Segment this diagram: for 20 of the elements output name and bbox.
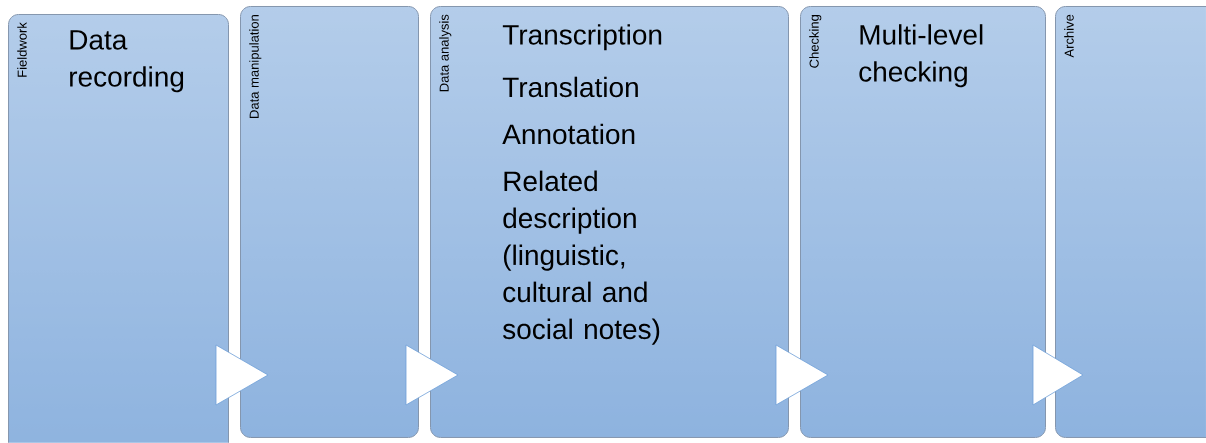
step-text: Related description (linguistic, cultural and social notes) xyxy=(503,170,660,345)
stage-card xyxy=(430,6,789,438)
arrow xyxy=(405,344,459,406)
arrow xyxy=(775,344,829,406)
stage-label: Data analysis xyxy=(439,14,452,92)
arrow xyxy=(1032,344,1084,406)
step-text: Annotation xyxy=(502,123,635,145)
stage-label: Checking xyxy=(809,15,822,68)
stage-card xyxy=(800,6,1046,438)
step-text: Data recording xyxy=(70,30,184,93)
stage-label: Fieldwork xyxy=(17,22,27,77)
stage-label: Archive xyxy=(1064,14,1074,58)
step-text: Translation xyxy=(502,76,638,98)
stage-label: Data manipulation xyxy=(249,15,262,118)
step-text: Transcription xyxy=(502,24,662,51)
stage-card xyxy=(1055,6,1206,438)
arrow xyxy=(215,344,269,406)
stage-card xyxy=(8,14,229,443)
stage-card xyxy=(240,6,419,438)
step-text: Multi-level checking xyxy=(859,24,983,88)
